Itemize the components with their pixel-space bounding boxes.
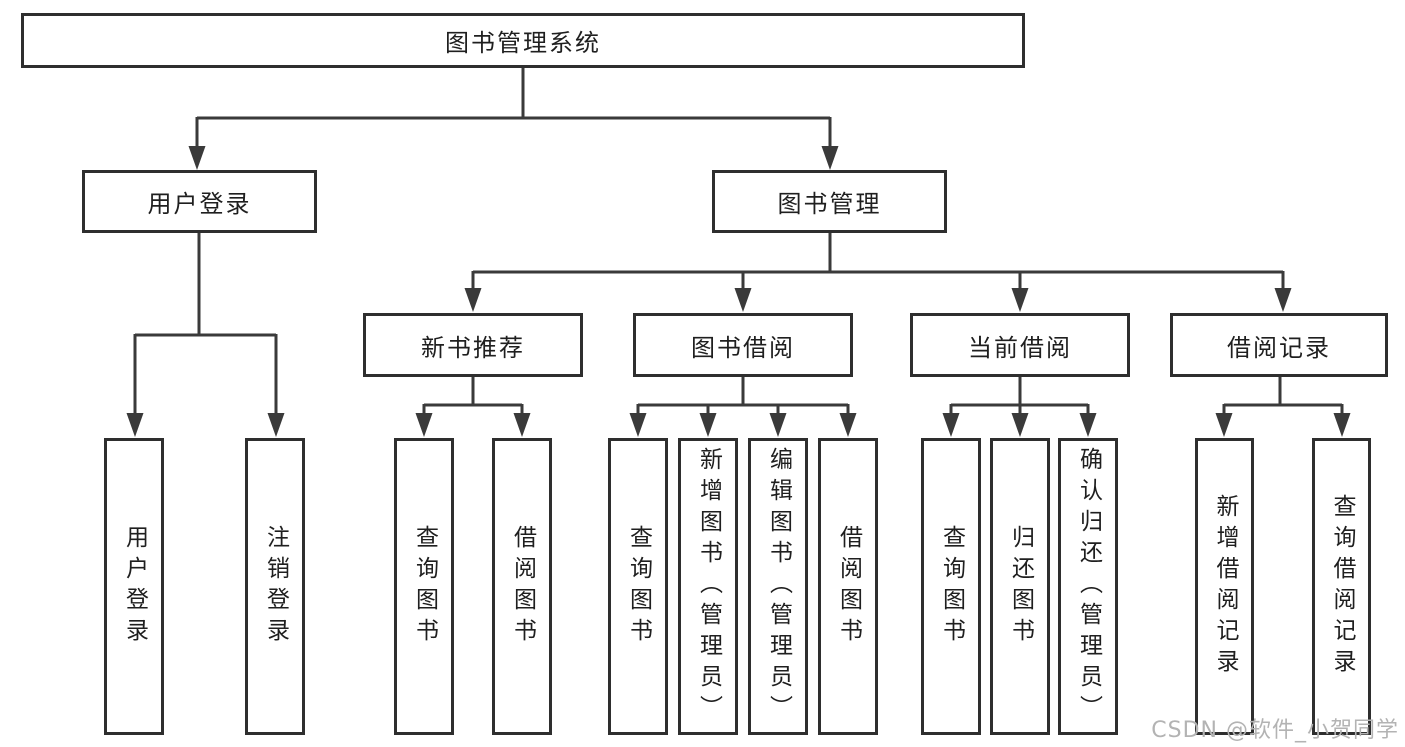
leaf-br-query-record: 查询借阅记录 <box>1312 438 1371 735</box>
leaf-bb-add-books-admin: 新增图书（管理员） <box>678 438 738 735</box>
node-borrow-records: 借阅记录 <box>1170 313 1388 377</box>
leaf-nbr-query-books: 查询图书 <box>394 438 454 735</box>
node-book-management: 图书管理 <box>712 170 947 233</box>
arrowheads <box>126 146 1351 437</box>
watermark: CSDN @软件_小贺同学 <box>1151 718 1399 743</box>
leaf-bb-edit-books-admin: 编辑图书（管理员） <box>748 438 808 735</box>
leaf-logout: 注销登录 <box>245 438 305 735</box>
leaf-br-add-record: 新增借阅记录 <box>1195 438 1254 735</box>
leaf-cb-confirm-return-admin: 确认归还（管理员） <box>1058 438 1118 735</box>
node-book-borrow: 图书借阅 <box>633 313 853 377</box>
node-user-login: 用户登录 <box>82 170 317 233</box>
leaf-cb-query-books: 查询图书 <box>921 438 981 735</box>
node-new-book-recommend: 新书推荐 <box>363 313 583 377</box>
leaf-user-login: 用户登录 <box>104 438 164 735</box>
node-root: 图书管理系统 <box>21 13 1025 68</box>
leaf-cb-return-books: 归还图书 <box>990 438 1050 735</box>
leaf-nbr-borrow-books: 借阅图书 <box>492 438 552 735</box>
leaf-bb-borrow-books: 借阅图书 <box>818 438 878 735</box>
leaf-bb-query-books: 查询图书 <box>608 438 668 735</box>
node-current-borrow: 当前借阅 <box>910 313 1130 377</box>
